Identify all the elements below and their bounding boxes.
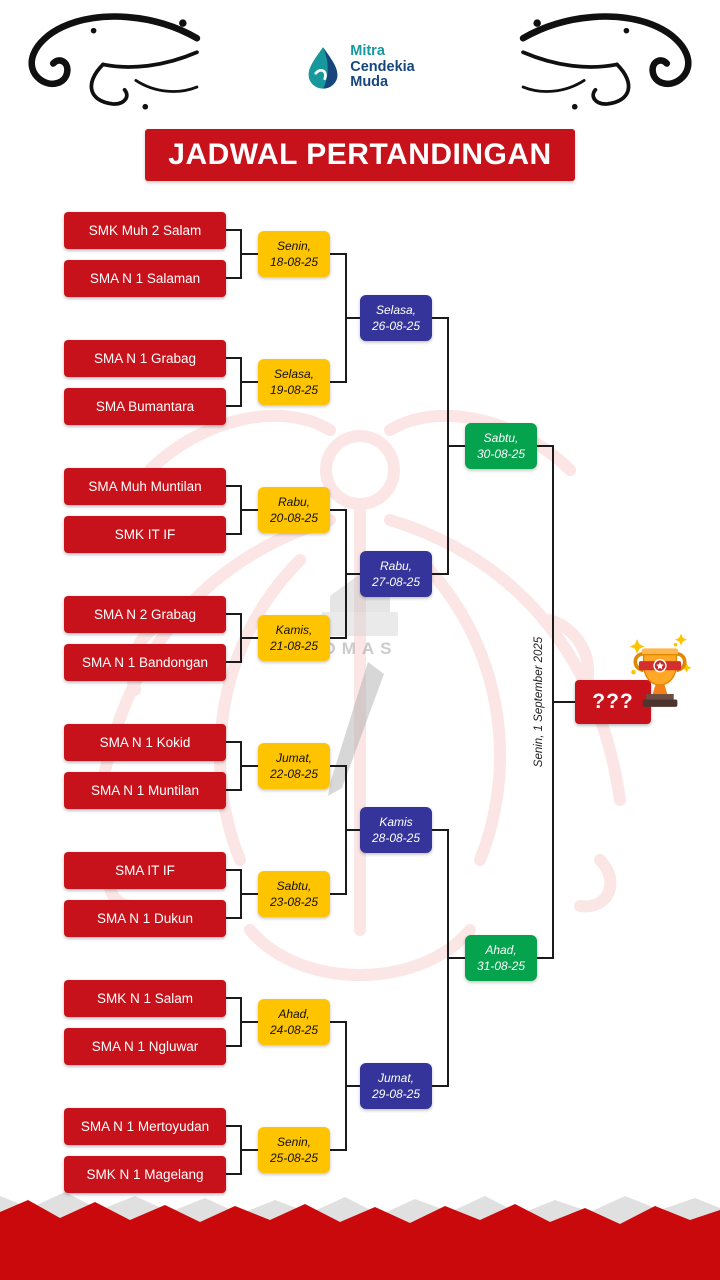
match-date-round2: Kamis 28-08-25 bbox=[360, 807, 432, 853]
team-box: SMA N 1 Salaman bbox=[64, 260, 226, 297]
match-day: Senin, bbox=[276, 1134, 312, 1149]
match-date-round1: Senin, 25-08-25 bbox=[258, 1127, 330, 1173]
team-box: SMK N 1 Magelang bbox=[64, 1156, 226, 1193]
team-box: SMA Muh Muntilan bbox=[64, 468, 226, 505]
team-box: SMA Bumantara bbox=[64, 388, 226, 425]
team-box: SMK IT IF bbox=[64, 516, 226, 553]
match-date: 19-08-25 bbox=[269, 383, 319, 397]
match-day: Sabtu, bbox=[276, 878, 312, 893]
match-date-round3: Ahad, 31-08-25 bbox=[465, 935, 537, 981]
organizer-logo: Mitra Cendekia Muda bbox=[0, 43, 720, 91]
team-box: SMK N 1 Salam bbox=[64, 980, 226, 1017]
match-date: 31-08-25 bbox=[476, 959, 526, 973]
match-date-round1: Sabtu, 23-08-25 bbox=[258, 871, 330, 917]
grey-emblem-watermark: OMAS bbox=[322, 574, 398, 796]
corner-flourish-right bbox=[519, 13, 692, 110]
match-date-round1: Kamis, 21-08-25 bbox=[258, 615, 330, 661]
match-date: 27-08-25 bbox=[371, 575, 421, 589]
logo-droplet-icon bbox=[308, 47, 338, 90]
match-day: Jumat, bbox=[377, 1070, 414, 1085]
match-date-round3: Sabtu, 30-08-25 bbox=[465, 423, 537, 469]
team-box: SMA N 2 Grabag bbox=[64, 596, 226, 633]
match-date-round1: Jumat, 22-08-25 bbox=[258, 743, 330, 789]
champion-placeholder: ??? bbox=[575, 680, 651, 724]
team-box: SMA N 1 Kokid bbox=[64, 724, 226, 761]
final-match-date: Senin, 1 September 2025 bbox=[533, 636, 545, 768]
match-date-round1: Rabu, 20-08-25 bbox=[258, 487, 330, 533]
corner-flourish-left bbox=[28, 13, 201, 110]
match-day: Selasa, bbox=[273, 366, 315, 381]
team-box: SMA N 1 Muntilan bbox=[64, 772, 226, 809]
team-box: SMA N 1 Ngluwar bbox=[64, 1028, 226, 1065]
match-day: Ahad, bbox=[485, 942, 517, 957]
match-date: 20-08-25 bbox=[269, 511, 319, 525]
team-box: SMK Muh 2 Salam bbox=[64, 212, 226, 249]
match-day: Senin, bbox=[276, 238, 312, 253]
match-date: 21-08-25 bbox=[269, 639, 319, 653]
match-date-round2: Rabu, 27-08-25 bbox=[360, 551, 432, 597]
match-day: Sabtu, bbox=[483, 430, 519, 445]
match-day: Kamis bbox=[379, 814, 413, 829]
match-date: 25-08-25 bbox=[269, 1151, 319, 1165]
page-title: JADWAL PERTANDINGAN bbox=[145, 129, 575, 181]
logo-line3: Muda bbox=[350, 74, 389, 91]
match-date-round1: Selasa, 19-08-25 bbox=[258, 359, 330, 405]
match-day: Jumat, bbox=[275, 750, 312, 765]
match-date: 23-08-25 bbox=[269, 895, 319, 909]
logo-wordmark: Mitra Cendekia Muda bbox=[350, 43, 415, 91]
match-date: 18-08-25 bbox=[269, 255, 319, 269]
match-date-round2: Selasa, 26-08-25 bbox=[360, 295, 432, 341]
match-date-round2: Jumat, 29-08-25 bbox=[360, 1063, 432, 1109]
logo-line2: Cendekia bbox=[350, 58, 415, 75]
match-date: 24-08-25 bbox=[269, 1023, 319, 1037]
match-day: Kamis, bbox=[275, 622, 313, 637]
match-date-round1: Ahad, 24-08-25 bbox=[258, 999, 330, 1045]
team-box: SMA N 1 Dukun bbox=[64, 900, 226, 937]
team-box: SMA N 1 Mertoyudan bbox=[64, 1108, 226, 1145]
trophy-icon bbox=[629, 633, 692, 707]
match-date-round1: Senin, 18-08-25 bbox=[258, 231, 330, 277]
team-box: SMA IT IF bbox=[64, 852, 226, 889]
emblem-text: OMAS bbox=[323, 639, 398, 658]
team-box: SMA N 1 Bandongan bbox=[64, 644, 226, 681]
match-day: Selasa, bbox=[375, 302, 417, 317]
match-date: 30-08-25 bbox=[476, 447, 526, 461]
match-day: Ahad, bbox=[278, 1006, 310, 1021]
logo-line1: Mitra bbox=[350, 43, 385, 59]
match-day: Rabu, bbox=[379, 558, 413, 573]
match-date: 26-08-25 bbox=[371, 319, 421, 333]
match-date: 29-08-25 bbox=[371, 1087, 421, 1101]
match-date: 28-08-25 bbox=[371, 831, 421, 845]
match-date: 22-08-25 bbox=[269, 767, 319, 781]
match-day: Rabu, bbox=[277, 494, 311, 509]
team-box: SMA N 1 Grabag bbox=[64, 340, 226, 377]
